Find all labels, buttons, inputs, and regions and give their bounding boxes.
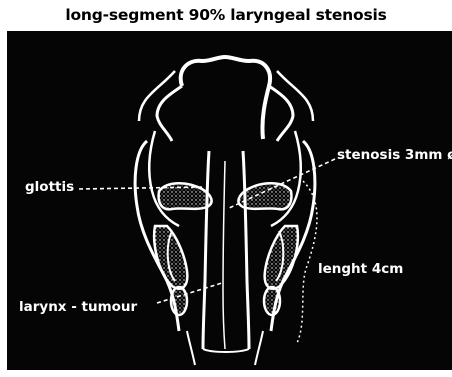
left-lower-oval <box>171 287 187 315</box>
tumour-pointer-line <box>157 283 222 303</box>
larynx-diagram: glottis stenosis 3mm ø lenght 4cm larynx… <box>7 31 452 370</box>
trachea-right <box>255 331 263 365</box>
glottis-label: glottis <box>25 181 74 195</box>
stenosis-label: stenosis 3mm ø <box>337 149 452 163</box>
airway-center-line <box>223 161 225 349</box>
airway-left-wall <box>203 151 209 349</box>
larynx-drawing <box>7 31 452 370</box>
epiglottis-left-fold <box>157 86 182 141</box>
length-label: lenght 4cm <box>318 263 403 277</box>
right-lower-oval <box>264 287 280 315</box>
airway-bottom <box>203 349 249 352</box>
left-arytenoid-region <box>149 131 179 226</box>
figure-title: long-segment 90% laryngeal stenosis <box>0 6 452 24</box>
airway-right-wall <box>243 151 249 349</box>
right-arytenoid-region <box>271 131 301 226</box>
trachea-left <box>187 331 195 365</box>
epiglottis-outline <box>181 57 270 139</box>
epiglottis-right-fold <box>269 86 293 141</box>
tumour-label: larynx - tumour <box>19 301 137 315</box>
